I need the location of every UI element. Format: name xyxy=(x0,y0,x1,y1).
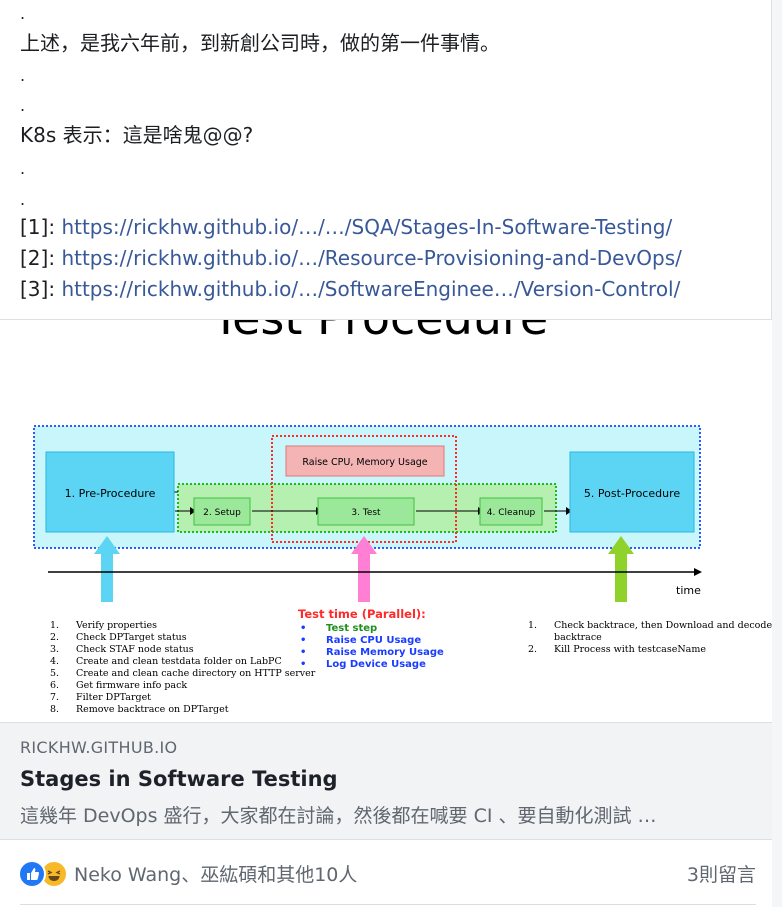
raise-usage-box xyxy=(285,445,445,477)
svg-text:Create and clean testdata fold: Create and clean testdata folder on LabP… xyxy=(76,656,282,667)
link-domain: RICKHW.GITHUB.IO xyxy=(20,738,178,757)
post-text: . 上述，是我六年前，到新創公司時，做的第一件事情。 . . K8s 表示：這是… xyxy=(0,0,772,320)
pre-procedure-box xyxy=(45,451,175,533)
pre-steps-list: 1. Verify properties 2. Check DPTarget sta… xyxy=(50,620,316,715)
svg-text:Kill Process with testcaseName: Kill Process with testcaseName xyxy=(554,644,706,655)
svg-text:6.: 6. xyxy=(50,680,59,691)
svg-text:time: time xyxy=(676,584,701,597)
svg-text:3. Test: 3. Test xyxy=(351,508,381,518)
svg-text:Raise Memory Usage: Raise Memory Usage xyxy=(326,647,444,658)
link-preview-image[interactable]: Test Procedure 1. Pre-Procedure Raise CP… xyxy=(0,320,772,722)
svg-text:•: • xyxy=(300,623,306,634)
post-steps-list: 1. Check backtrace, then Download and de… xyxy=(528,620,772,655)
svg-text:backtrace: backtrace xyxy=(554,632,602,643)
dot-separator: . xyxy=(20,190,26,209)
svg-text:Log Device Usage: Log Device Usage xyxy=(326,659,426,670)
setup-box xyxy=(193,497,251,526)
svg-text:5.: 5. xyxy=(50,668,59,679)
svg-text:2.: 2. xyxy=(50,632,59,643)
svg-text:1.: 1. xyxy=(528,620,537,631)
svg-text:4. Cleanup: 4. Cleanup xyxy=(487,508,536,518)
dot-separator: . xyxy=(20,96,26,115)
reference-label: [2]: xyxy=(20,246,62,270)
parallel-list: Test time (Parallel): • Test step • Raise … xyxy=(298,607,444,670)
svg-text:2.: 2. xyxy=(528,644,537,655)
svg-text:Raise CPU Usage: Raise CPU Usage xyxy=(326,635,421,646)
svg-text:•: • xyxy=(300,635,306,646)
link-title[interactable]: Stages in Software Testing xyxy=(20,767,338,791)
comment-count[interactable]: 3則留言 xyxy=(686,864,756,886)
dot-separator: . xyxy=(20,66,26,85)
reference-link[interactable]: https://rickhw.github.io/…/…/SQA/Stages-… xyxy=(61,215,673,239)
reference-label: [3]: xyxy=(20,277,62,301)
svg-text:•: • xyxy=(300,659,306,670)
dot-separator: . xyxy=(20,4,26,23)
svg-text:3.: 3. xyxy=(50,644,59,655)
svg-text:Get firmware info pack: Get firmware info pack xyxy=(76,680,187,691)
reference-link[interactable]: https://rickhw.github.io/…/Resource-Prov… xyxy=(61,246,682,270)
svg-text:5. Post-Procedure: 5. Post-Procedure xyxy=(584,487,680,500)
post-line-k8s: K8s 表示：這是啥鬼@@? xyxy=(20,123,254,147)
svg-text:Test time (Parallel):: Test time (Parallel): xyxy=(298,607,426,621)
divider xyxy=(20,904,756,905)
post-line-intro: 上述，是我六年前，到新創公司時，做的第一件事情。 xyxy=(20,31,500,55)
reference-line-2: [2]: https://rickhw.github.io/…/Resource… xyxy=(20,246,682,270)
post-procedure-box xyxy=(569,451,695,533)
svg-text:4.: 4. xyxy=(50,656,59,667)
reference-link[interactable]: https://rickhw.github.io/…/SoftwareEngin… xyxy=(61,277,681,301)
test-procedure-diagram: Test Procedure 1. Pre-Procedure Raise CP… xyxy=(33,320,772,715)
svg-text:Filter DPTarget: Filter DPTarget xyxy=(76,692,151,703)
svg-text:Check STAF node status: Check STAF node status xyxy=(76,644,194,655)
reference-label: [1]: xyxy=(20,215,62,239)
svg-text:2. Setup: 2. Setup xyxy=(203,508,241,518)
svg-text:1.: 1. xyxy=(50,620,59,631)
dot-separator: . xyxy=(20,159,26,178)
pre-arrow xyxy=(94,536,120,554)
diagram-title: Test Procedure xyxy=(211,320,548,345)
reference-line-1: [1]: https://rickhw.github.io/…/…/SQA/St… xyxy=(20,215,672,239)
link-preview-meta[interactable]: RICKHW.GITHUB.IO Stages in Software Test… xyxy=(0,722,772,840)
test-arrow xyxy=(351,536,377,554)
svg-text:8.: 8. xyxy=(50,704,59,715)
svg-text:•: • xyxy=(300,647,306,658)
svg-text:Verify properties: Verify properties xyxy=(75,620,157,631)
scroll-gutter xyxy=(772,0,782,907)
test-box xyxy=(317,497,415,526)
svg-text:Remove backtrace on DPTarget: Remove backtrace on DPTarget xyxy=(76,704,229,715)
svg-text:Create and clean cache directo: Create and clean cache directory on HTTP… xyxy=(76,668,316,679)
reactions-bar: Neko Wang、巫紘碩和其他10人 3則留言 xyxy=(0,840,772,907)
post-arrow xyxy=(608,536,634,554)
link-description: 這幾年 DevOps 盛行，大家都在討論，然後都在喊要 CI 、要自動化測試 … xyxy=(20,805,657,827)
cleanup-box xyxy=(479,497,543,526)
reference-line-3: [3]: https://rickhw.github.io/…/Software… xyxy=(20,277,680,301)
svg-text:7.: 7. xyxy=(50,692,59,703)
svg-text:Test step: Test step xyxy=(326,623,377,634)
svg-text:1. Pre-Procedure: 1. Pre-Procedure xyxy=(65,487,156,500)
like-icon xyxy=(18,860,46,888)
svg-text:Raise CPU, Memory Usage: Raise CPU, Memory Usage xyxy=(302,457,427,468)
svg-text:Check DPTarget status: Check DPTarget status xyxy=(76,632,187,643)
svg-text:Check backtrace, then Download: Check backtrace, then Download and decod… xyxy=(554,620,772,631)
reaction-names[interactable]: Neko Wang、巫紘碩和其他10人 xyxy=(74,864,358,886)
